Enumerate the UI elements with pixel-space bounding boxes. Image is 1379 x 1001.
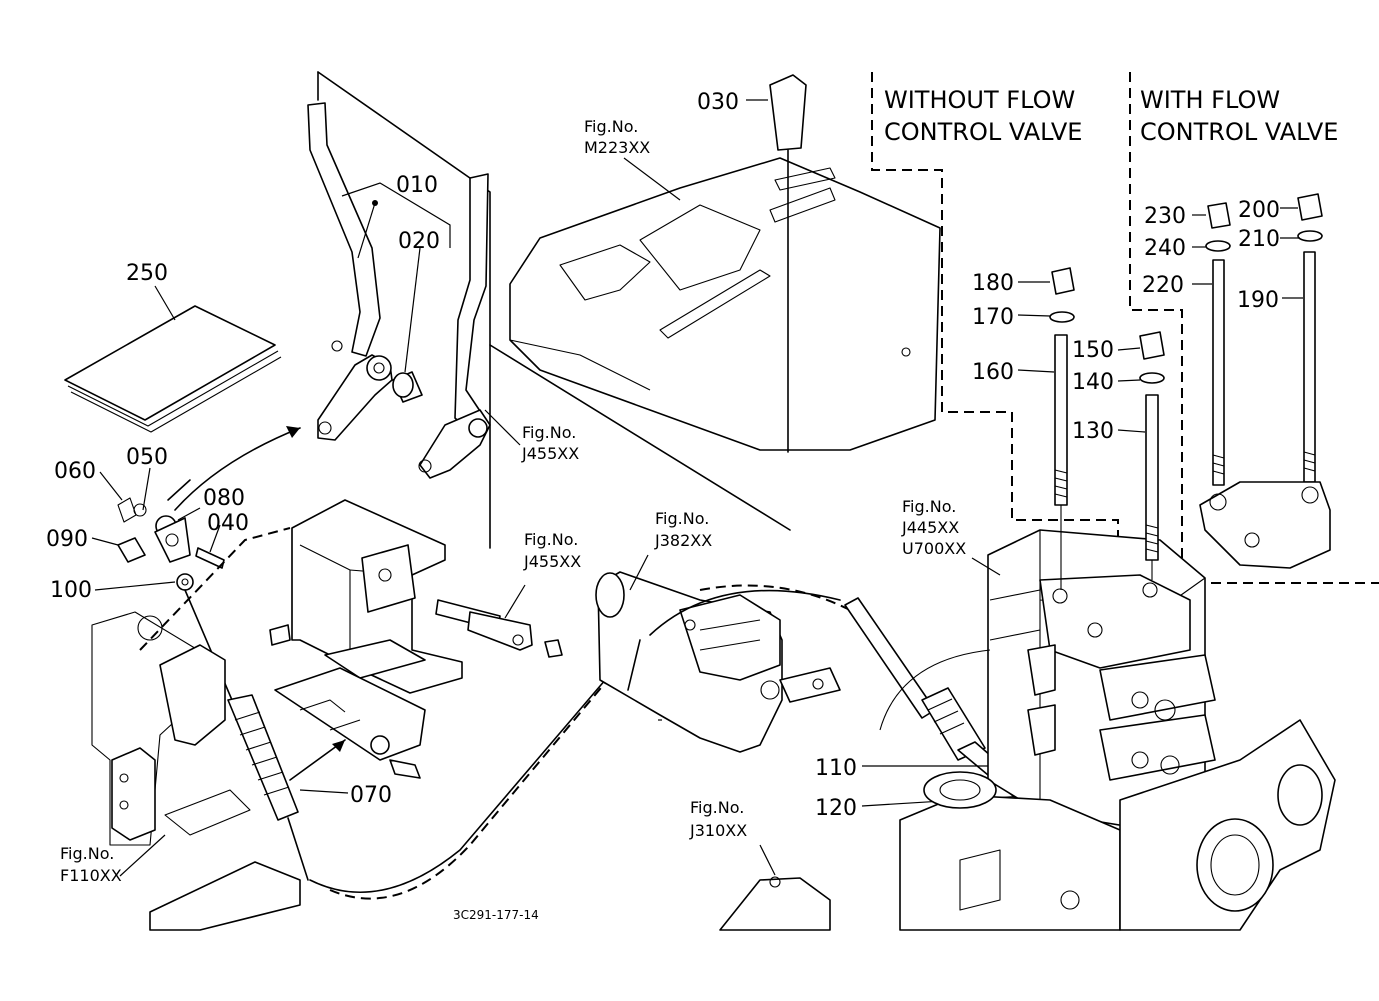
part-150: 150 [1072,338,1114,363]
fig-label-j382: Fig.No. [655,509,709,528]
part-240: 240 [1144,236,1186,261]
variant-headings: WITHOUT FLOW CONTROL VALVE WITH FLOW CON… [884,86,1338,146]
with-flow-line2: CONTROL VALVE [1140,118,1338,146]
fig-label-j310: Fig.No. [690,798,744,817]
variant-dividers [871,72,1379,584]
part-030: 030 [697,90,739,115]
fig-j445: J445XX [901,518,959,537]
part-130: 130 [1072,419,1114,444]
fig-j382: J382XX [654,531,712,550]
part-070: 070 [350,783,392,808]
fig-j455-lower: J455XX [523,552,581,571]
part-210: 210 [1238,227,1280,252]
part-020: 020 [398,229,440,254]
part-120: 120 [815,796,857,821]
part-180: 180 [972,271,1014,296]
part-040: 040 [207,511,249,536]
part-220: 220 [1142,273,1184,298]
fig-label-j455-upper: Fig.No. [522,423,576,442]
lever-panel [317,71,791,549]
part-140: 140 [1072,370,1114,395]
fig-f110: F110XX [60,866,122,885]
central-bracket [139,499,463,781]
fig-label-j455-lower: Fig.No. [524,530,578,549]
fig-j310: J310XX [689,821,747,840]
part-090: 090 [46,527,88,552]
with-flow-line1: WITH FLOW [1140,86,1280,114]
studs-with-flow [1192,193,1331,569]
fig-label-m223: Fig.No. [584,117,638,136]
link-parts [91,426,301,701]
cover-assembly [509,74,941,453]
fig-label-f110: Fig.No. [60,844,114,863]
manual-book [64,285,282,433]
part-100: 100 [50,578,92,603]
transmission-case [719,649,1336,931]
drawing-code: 3C291-177-14 [453,908,539,922]
lever-assembly [307,102,491,479]
part-230: 230 [1144,204,1186,229]
part-190: 190 [1237,288,1279,313]
part-200: 200 [1238,198,1280,223]
figure-references: Fig.No. M223XX Fig.No. J455XX Fig.No. J4… [60,117,966,885]
part-110: 110 [815,756,857,781]
without-flow-line1: WITHOUT FLOW [884,86,1075,114]
left-bracket [91,611,621,931]
fig-label-j445: Fig.No. [902,497,956,516]
part-170: 170 [972,305,1014,330]
fig-u700: U700XX [902,539,966,558]
part-010: 010 [396,173,438,198]
fig-j455-upper: J455XX [521,444,579,463]
part-080: 080 [203,486,245,511]
studs-without-flow [1017,267,1165,590]
control-valve [971,529,1216,831]
part-250: 250 [126,261,168,286]
shaft-assembly [435,584,563,658]
fig-m223: M223XX [584,138,650,157]
cable-bracket [595,554,841,753]
part-060: 060 [54,459,96,484]
without-flow-line2: CONTROL VALVE [884,118,1082,146]
part-labels: 010 020 030 040 050 060 070 080 090 100 … [46,90,1280,821]
part-050: 050 [126,445,168,470]
part-160: 160 [972,360,1014,385]
